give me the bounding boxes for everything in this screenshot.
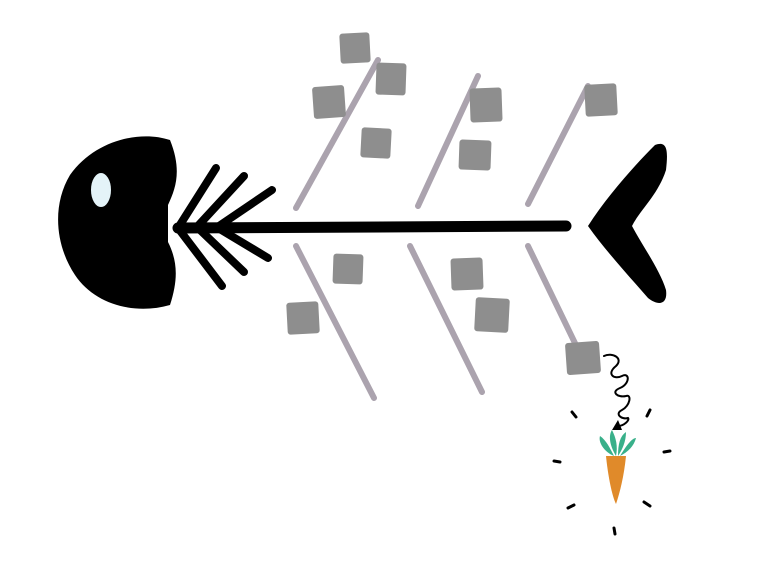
cause-box bbox=[469, 87, 503, 123]
fish-eye bbox=[89, 171, 113, 209]
cause-box bbox=[584, 83, 618, 117]
fish-spine bbox=[172, 220, 572, 234]
carrot-leaves bbox=[599, 430, 636, 456]
cause-box bbox=[474, 297, 510, 333]
carrot-highlight-ticks bbox=[552, 408, 672, 536]
bone-top-3 bbox=[525, 83, 591, 207]
spring-arrow-icon bbox=[603, 353, 631, 430]
cause-boxes-bottom bbox=[286, 253, 601, 375]
upper-bones bbox=[293, 57, 591, 211]
bone-top-2 bbox=[415, 73, 481, 209]
cause-box bbox=[458, 139, 492, 171]
cause-box bbox=[360, 127, 392, 159]
cause-box bbox=[332, 253, 364, 285]
head-ribs bbox=[174, 164, 276, 290]
cause-box bbox=[450, 257, 484, 291]
cause-box bbox=[375, 62, 407, 96]
cause-boxes-top bbox=[312, 32, 618, 171]
cause-box bbox=[286, 301, 320, 335]
fish-tail bbox=[588, 143, 667, 303]
bone-bottom-2 bbox=[407, 243, 485, 395]
carrot-icon bbox=[552, 408, 672, 536]
bone-bottom-1 bbox=[293, 243, 377, 401]
bone-top-1 bbox=[293, 57, 381, 211]
cause-box bbox=[312, 85, 346, 119]
cause-box bbox=[339, 32, 371, 64]
fish-head bbox=[58, 136, 177, 309]
carrot-body bbox=[606, 456, 626, 504]
highlighted-cause-box bbox=[565, 341, 601, 375]
